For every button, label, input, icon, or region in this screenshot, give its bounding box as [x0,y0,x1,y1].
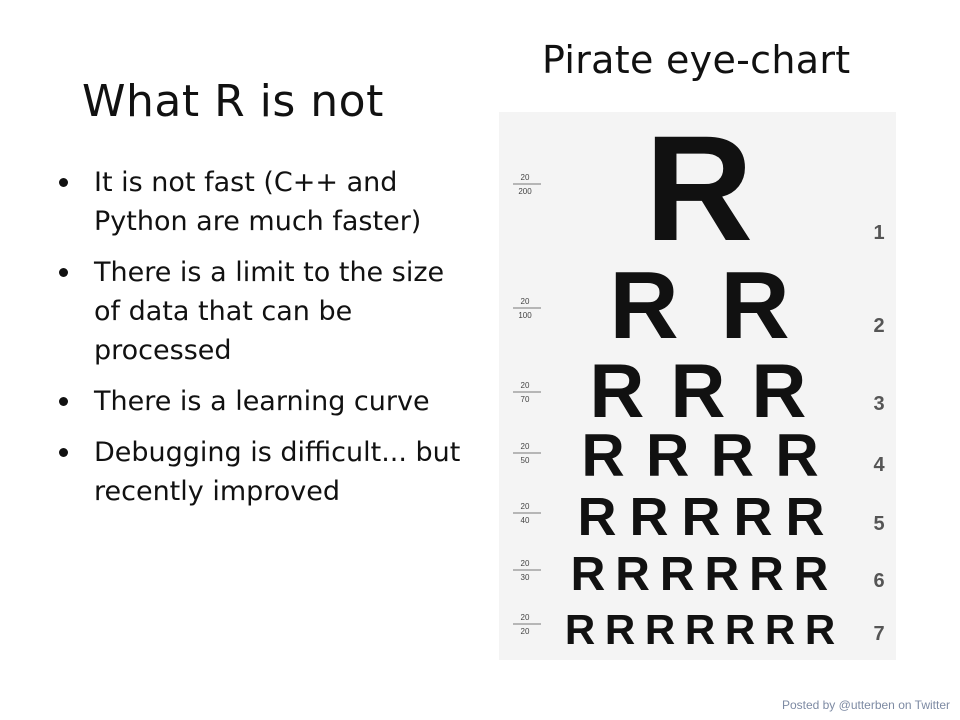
eye-chart-letter: R [720,252,789,359]
credit-text: Posted by @utterben on Twitter [781,698,950,712]
eye-chart-letter: R [646,422,689,489]
eye-chart-letter: R [645,606,675,653]
eye-chart-letter: R [615,548,650,601]
line-number: 5 [873,513,884,535]
bullet-dot-icon [59,448,68,457]
bullet-item: It is not fast (C++ and Python are much … [58,163,468,241]
eye-chart-letter: R [682,487,721,547]
eye-chart-letter: R [565,606,595,653]
line-number: 7 [873,623,884,645]
bullet-text: There is a learning curve [94,386,430,417]
line-number: 4 [873,454,885,476]
eye-chart-letter: R [752,349,807,434]
acuity-numerator: 20 [521,442,530,451]
acuity-denominator: 30 [521,573,530,582]
acuity-numerator: 20 [521,559,530,568]
eye-chart-letter: R [605,606,635,653]
line-number: 2 [873,315,884,337]
eye-chart-letter: R [734,487,773,547]
eye-chart-letter: R [775,422,818,489]
eye-chart-letter: R [660,548,695,601]
eye-chart-letter: R [711,422,754,489]
eye-chart-letter: R [786,487,825,547]
eye-chart-letter: R [671,349,726,434]
bullet-dot-icon [59,268,68,277]
acuity-numerator: 20 [521,173,530,182]
bullet-item: Debugging is difficult... but recently i… [58,433,468,511]
acuity-numerator: 20 [521,613,530,622]
eye-chart-letter: R [609,252,678,359]
eye-chart-letter: R [578,487,617,547]
acuity-numerator: 20 [521,297,530,306]
eye-chart-letter: R [571,548,606,601]
bullet-text: There is a limit to the size of data tha… [94,257,445,366]
line-number: 3 [873,393,884,415]
eye-chart-letter: R [805,606,835,653]
bullet-item: There is a learning curve [58,382,468,421]
eye-chart-letter: R [765,606,795,653]
eye-chart-letter: R [725,606,755,653]
eye-chart-letter: R [749,548,784,601]
bullet-dot-icon [59,397,68,406]
bullet-text: It is not fast (C++ and Python are much … [94,167,422,237]
eye-chart-letter: R [630,487,669,547]
acuity-denominator: 200 [518,187,532,196]
line-number: 6 [873,570,884,592]
slide-title: What R is not [82,76,384,127]
eye-chart-caption: Pirate eye-chart [542,38,851,82]
eye-chart-letter: R [590,349,645,434]
acuity-numerator: 20 [521,381,530,390]
acuity-numerator: 20 [521,502,530,511]
eye-chart-letter: R [704,548,739,601]
eye-chart-letter: R [581,422,624,489]
eye-chart-letter: R [794,548,829,601]
bullet-item: There is a limit to the size of data tha… [58,253,468,370]
bullet-text: Debugging is difficult... but recently i… [94,437,461,507]
eye-chart-letter: R [645,112,753,272]
acuity-denominator: 40 [521,516,530,525]
bullet-list: It is not fast (C++ and Python are much … [58,163,468,523]
line-number: 1 [873,222,884,244]
eye-chart-letter: R [685,606,715,653]
acuity-denominator: 100 [518,311,532,320]
acuity-denominator: 20 [521,627,530,636]
bullet-dot-icon [59,178,68,187]
acuity-denominator: 70 [521,395,530,404]
acuity-denominator: 50 [521,456,530,465]
